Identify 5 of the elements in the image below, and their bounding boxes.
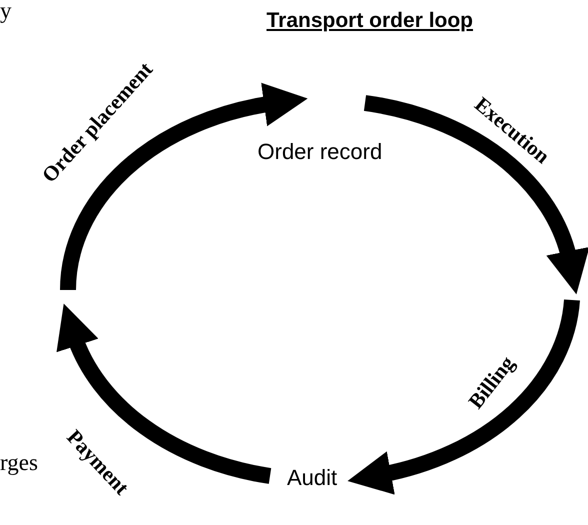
title: Transport order loop [266, 10, 474, 30]
text-fragment: rges [0, 450, 38, 474]
stage-label: Order record [258, 141, 382, 163]
text-fragment: y [0, 0, 12, 22]
stage-label: Audit [287, 467, 338, 489]
